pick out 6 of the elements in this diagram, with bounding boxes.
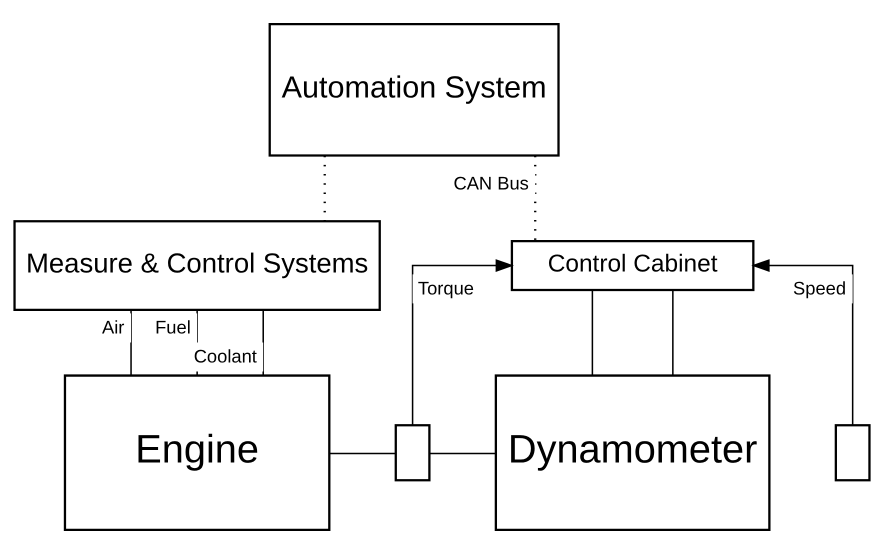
edge-label: Fuel (155, 316, 191, 338)
edge-label: CAN Bus (453, 172, 529, 194)
edge-label: Speed (793, 277, 846, 298)
edge-label: Torque (418, 277, 474, 298)
edge-label: Air (102, 316, 124, 338)
edge-label: Coolant (194, 345, 257, 366)
